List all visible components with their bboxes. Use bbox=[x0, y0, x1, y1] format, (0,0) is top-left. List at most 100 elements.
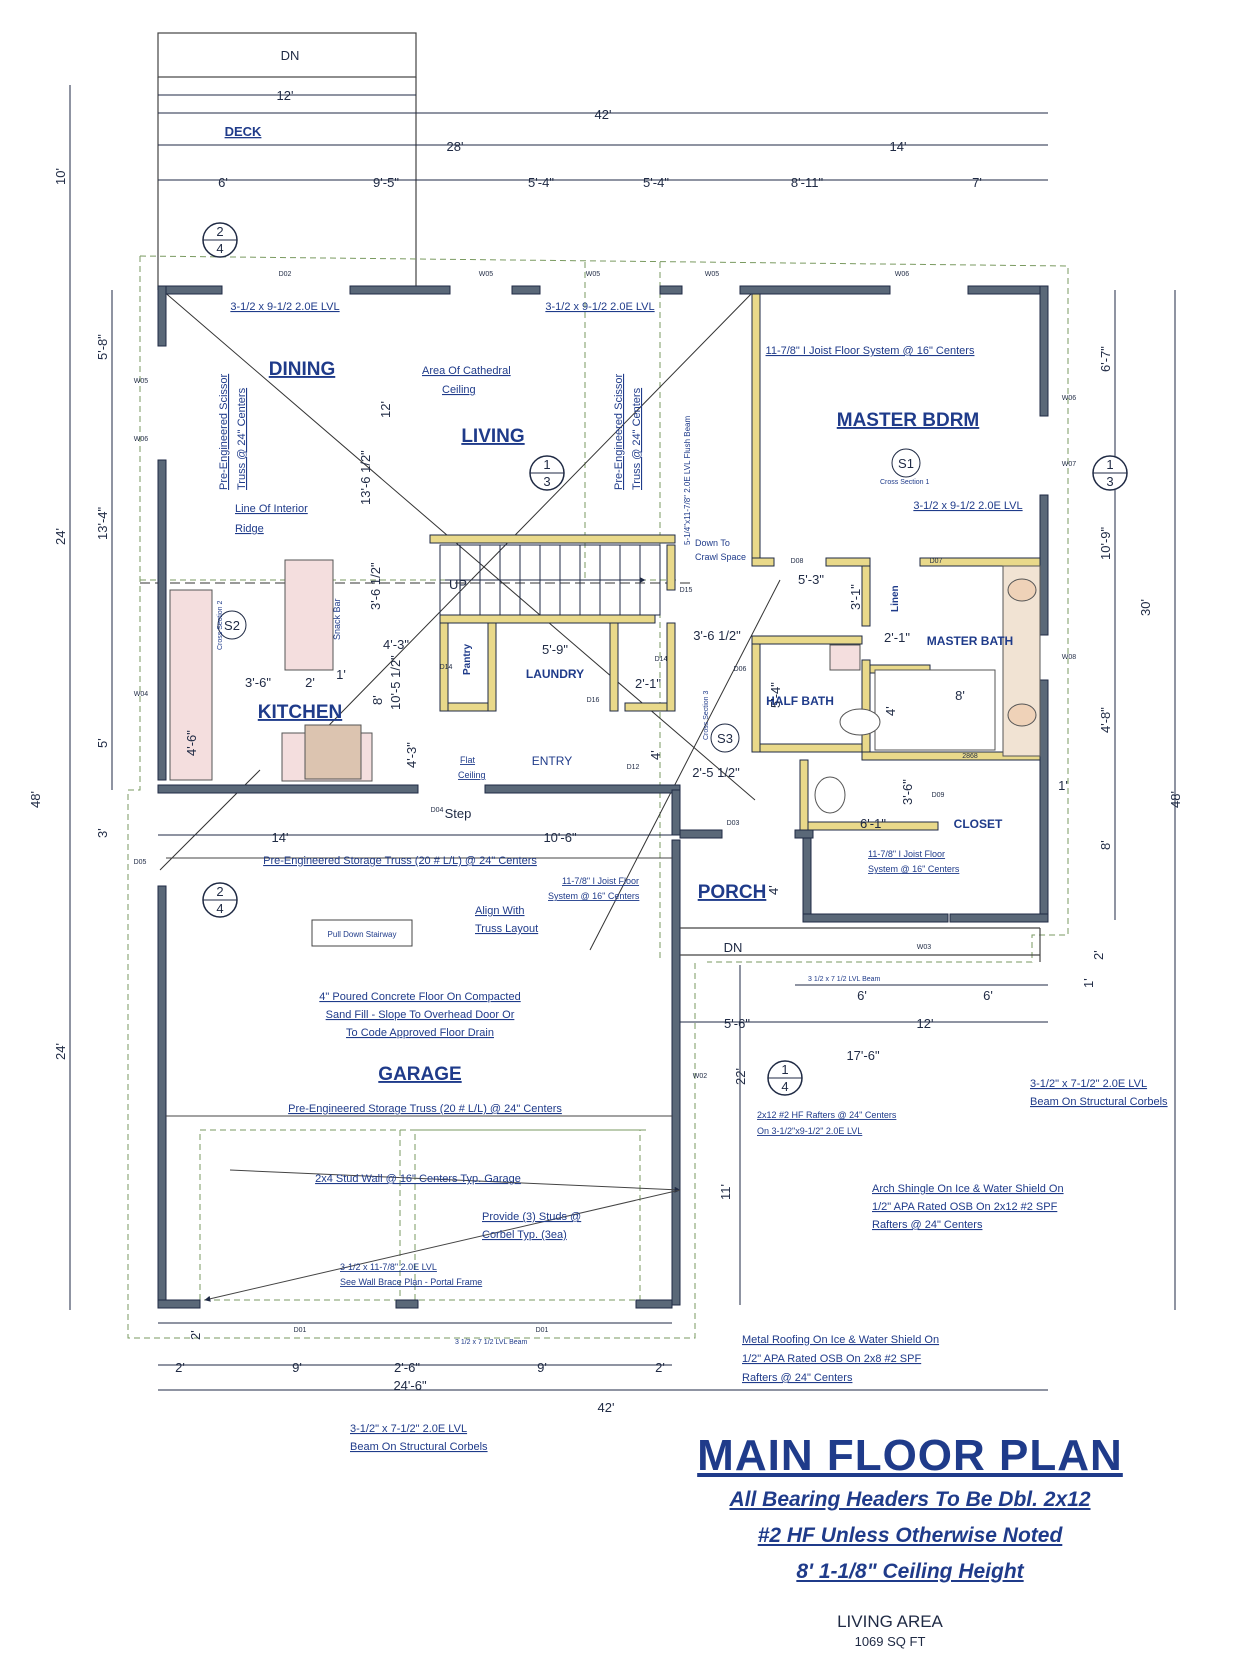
svg-text:4: 4 bbox=[781, 1079, 788, 1094]
svg-text:Beam On Structural Corbels: Beam On Structural Corbels bbox=[350, 1441, 488, 1453]
svg-text:42': 42' bbox=[595, 107, 612, 122]
svg-text:Pre-Engineered Scissor: Pre-Engineered Scissor bbox=[613, 373, 625, 490]
svg-text:2': 2' bbox=[305, 675, 315, 690]
svg-text:8': 8' bbox=[1098, 840, 1113, 850]
title-subtitle-3: 8' 1-1/8" Ceiling Height bbox=[796, 1560, 1024, 1583]
svg-text:13'-6 1/2": 13'-6 1/2" bbox=[358, 450, 373, 505]
svg-text:Line Of Interior: Line Of Interior bbox=[235, 503, 308, 515]
svg-text:D12: D12 bbox=[627, 764, 640, 771]
svg-text:17'-6": 17'-6" bbox=[846, 1048, 880, 1063]
svg-text:W04: W04 bbox=[134, 691, 149, 698]
svg-text:5'-4": 5'-4" bbox=[528, 175, 554, 190]
svg-text:Area Of Cathedral: Area Of Cathedral bbox=[422, 365, 511, 377]
svg-text:Pre-Engineered Storage Truss (: Pre-Engineered Storage Truss (20 # L/L) … bbox=[263, 855, 537, 867]
svg-text:S3: S3 bbox=[717, 731, 733, 746]
svg-text:8': 8' bbox=[955, 688, 965, 703]
deck bbox=[157, 32, 417, 290]
svg-text:Rafters @ 24" Centers: Rafters @ 24" Centers bbox=[872, 1219, 983, 1231]
room-label-closet: CLOSET bbox=[954, 817, 1003, 831]
svg-text:S2: S2 bbox=[224, 618, 240, 633]
svg-text:24'-6": 24'-6" bbox=[393, 1378, 427, 1393]
svg-text:11-7/8" I Joist Floor: 11-7/8" I Joist Floor bbox=[562, 876, 639, 886]
svg-text:5'-9": 5'-9" bbox=[542, 642, 568, 657]
room-label-laundry: LAUNDRY bbox=[526, 667, 584, 681]
stair-dn-top: DN bbox=[281, 48, 300, 63]
svg-text:12': 12' bbox=[277, 88, 294, 103]
svg-text:4: 4 bbox=[216, 241, 223, 256]
svg-text:W06: W06 bbox=[134, 436, 149, 443]
svg-text:8': 8' bbox=[370, 695, 385, 705]
svg-text:W05: W05 bbox=[479, 271, 494, 278]
svg-text:3'-6": 3'-6" bbox=[245, 675, 271, 690]
svg-text:Cross Section 1: Cross Section 1 bbox=[880, 479, 930, 486]
svg-text:3: 3 bbox=[1106, 474, 1113, 489]
svg-text:Truss @ 24" Centers: Truss @ 24" Centers bbox=[236, 387, 248, 490]
svg-text:24': 24' bbox=[53, 528, 68, 545]
svg-text:Align With: Align With bbox=[475, 905, 525, 917]
room-label-entry: ENTRY bbox=[532, 754, 572, 768]
title-subtitle-2: #2 HF Unless Otherwise Noted bbox=[757, 1524, 1063, 1547]
title-subtitle-1: All Bearing Headers To Be Dbl. 2x12 bbox=[729, 1488, 1091, 1511]
svg-text:3 1/2 x 7 1/2 LVL Beam: 3 1/2 x 7 1/2 LVL Beam bbox=[455, 1339, 528, 1346]
svg-text:Ceiling: Ceiling bbox=[442, 384, 476, 396]
svg-text:2': 2' bbox=[188, 1330, 203, 1340]
svg-text:Cross Section 2: Cross Section 2 bbox=[217, 600, 224, 650]
svg-text:D04: D04 bbox=[431, 807, 444, 814]
svg-text:3': 3' bbox=[95, 828, 110, 838]
stair-up: UP bbox=[449, 577, 467, 592]
svg-text:D14: D14 bbox=[440, 664, 453, 671]
svg-text:Truss @ 24" Centers: Truss @ 24" Centers bbox=[631, 387, 643, 490]
svg-text:Snack Bar: Snack Bar bbox=[332, 598, 342, 640]
svg-text:On 3-1/2"x9-1/2" 2.0E LVL: On 3-1/2"x9-1/2" 2.0E LVL bbox=[757, 1126, 862, 1136]
room-label-master-bdrm: MASTER BDRM bbox=[837, 410, 980, 431]
svg-text:10'-5 1/2": 10'-5 1/2" bbox=[388, 655, 403, 710]
svg-text:1: 1 bbox=[543, 457, 550, 472]
svg-text:8'-11": 8'-11" bbox=[791, 175, 824, 190]
svg-text:4: 4 bbox=[216, 901, 223, 916]
svg-text:6'-7": 6'-7" bbox=[1098, 346, 1113, 372]
svg-text:D16: D16 bbox=[587, 697, 600, 704]
svg-text:System @ 16" Centers: System @ 16" Centers bbox=[548, 891, 640, 901]
svg-text:Pre-Engineered Scissor: Pre-Engineered Scissor bbox=[218, 373, 230, 490]
section-circle: S1 bbox=[891, 448, 921, 478]
svg-text:2: 2 bbox=[216, 224, 223, 239]
section-marker: 1 3 bbox=[529, 455, 565, 491]
svg-text:1/2" APA Rated OSB On 2x8 #2 S: 1/2" APA Rated OSB On 2x8 #2 SPF bbox=[742, 1353, 921, 1365]
svg-text:Provide (3) Studs @: Provide (3) Studs @ bbox=[482, 1211, 581, 1223]
svg-text:2'-1": 2'-1" bbox=[884, 630, 910, 645]
svg-text:3-1/2" x 7-1/2" 2.0E LVL: 3-1/2" x 7-1/2" 2.0E LVL bbox=[1030, 1078, 1147, 1090]
svg-text:5'-3": 5'-3" bbox=[798, 572, 824, 587]
svg-text:24': 24' bbox=[53, 1043, 68, 1060]
svg-text:6': 6' bbox=[857, 988, 867, 1003]
door-window-tags: D02 W05 W05 W05 W06 W05 W06 W04 W06 W07 … bbox=[134, 271, 1077, 1334]
svg-text:3'-6": 3'-6" bbox=[900, 779, 915, 805]
svg-text:9': 9' bbox=[537, 1360, 547, 1375]
svg-text:3'-6 1/2": 3'-6 1/2" bbox=[693, 628, 741, 643]
svg-text:3'-6 1/2": 3'-6 1/2" bbox=[368, 562, 383, 610]
svg-text:1: 1 bbox=[1106, 457, 1113, 472]
svg-text:11-7/8" I Joist Floor System @: 11-7/8" I Joist Floor System @ 16" Cente… bbox=[766, 345, 975, 357]
room-label-garage: GARAGE bbox=[378, 1064, 461, 1085]
svg-text:Arch Shingle On Ice & Water Sh: Arch Shingle On Ice & Water Shield On bbox=[872, 1183, 1064, 1195]
svg-text:48': 48' bbox=[28, 791, 43, 808]
stair bbox=[439, 544, 661, 616]
svg-text:10'-6": 10'-6" bbox=[543, 830, 577, 845]
svg-text:W06: W06 bbox=[895, 271, 910, 278]
svg-text:Beam On Structural Corbels: Beam On Structural Corbels bbox=[1030, 1096, 1168, 1108]
stair-dn-porch: DN bbox=[724, 940, 743, 955]
svg-text:4'-6": 4'-6" bbox=[184, 730, 199, 756]
svg-text:Truss Layout: Truss Layout bbox=[475, 923, 538, 935]
svg-text:2'-1": 2'-1" bbox=[635, 676, 661, 691]
svg-text:3-1/2" x 7-1/2" 2.0E LVL: 3-1/2" x 7-1/2" 2.0E LVL bbox=[350, 1423, 467, 1435]
svg-text:5'-6": 5'-6" bbox=[724, 1016, 750, 1031]
svg-text:2': 2' bbox=[655, 1360, 665, 1375]
porch bbox=[680, 927, 1041, 962]
svg-text:Corbel Typ. (3ea): Corbel Typ. (3ea) bbox=[482, 1229, 567, 1241]
step-label: Step bbox=[445, 806, 472, 821]
svg-text:1': 1' bbox=[1058, 778, 1068, 793]
svg-text:Cross Section 3: Cross Section 3 bbox=[703, 690, 710, 740]
svg-text:D02: D02 bbox=[279, 271, 292, 278]
svg-text:5-1/4"x11-7/8" 2.0E LVL Flush: 5-1/4"x11-7/8" 2.0E LVL Flush Beam bbox=[683, 416, 692, 545]
svg-text:5'-4": 5'-4" bbox=[768, 682, 783, 708]
